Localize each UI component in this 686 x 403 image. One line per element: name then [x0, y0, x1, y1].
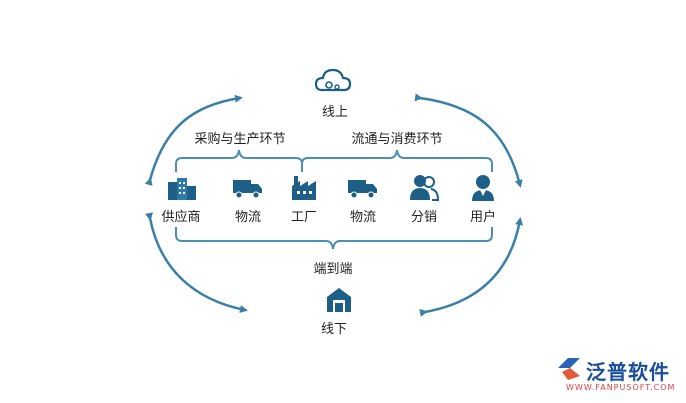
bracket-left — [175, 149, 303, 172]
user-icon — [472, 175, 494, 201]
truck-icon — [233, 180, 262, 199]
logo-url: WWW.FANPUSOFT.COM — [566, 383, 676, 392]
arc-bottom-left — [145, 212, 248, 313]
cloud-icon — [314, 68, 352, 92]
node-label-5: 分销 — [410, 210, 438, 225]
node-label-6: 用户 — [469, 210, 497, 225]
warehouse-icon — [327, 288, 351, 312]
bracket-bottom — [175, 227, 493, 250]
node-label-4: 物流 — [349, 210, 377, 225]
logo-name: 泛普软件 — [586, 360, 670, 384]
users-icon — [410, 175, 440, 201]
arc-top-right — [414, 93, 523, 188]
node-label-2: 物流 — [234, 210, 262, 225]
factory-icon — [292, 176, 316, 200]
arc-top-left — [144, 94, 243, 186]
node-label-1: 供应商 — [161, 210, 201, 225]
bracket-right-label: 流通与消费环节 — [351, 132, 443, 147]
top-label: 线上 — [321, 105, 349, 120]
bottom-label: 线下 — [320, 322, 348, 337]
node-label-3: 工厂 — [290, 210, 318, 225]
logo-mark-icon — [558, 358, 580, 380]
bracket-left-label: 采购与生产环节 — [194, 132, 286, 147]
bracket-bottom-label: 端到端 — [313, 262, 353, 277]
arc-bottom-right — [419, 217, 524, 317]
bracket-right — [301, 149, 493, 172]
factory-buildings-icon — [168, 178, 196, 200]
truck-icon-2 — [348, 180, 377, 199]
